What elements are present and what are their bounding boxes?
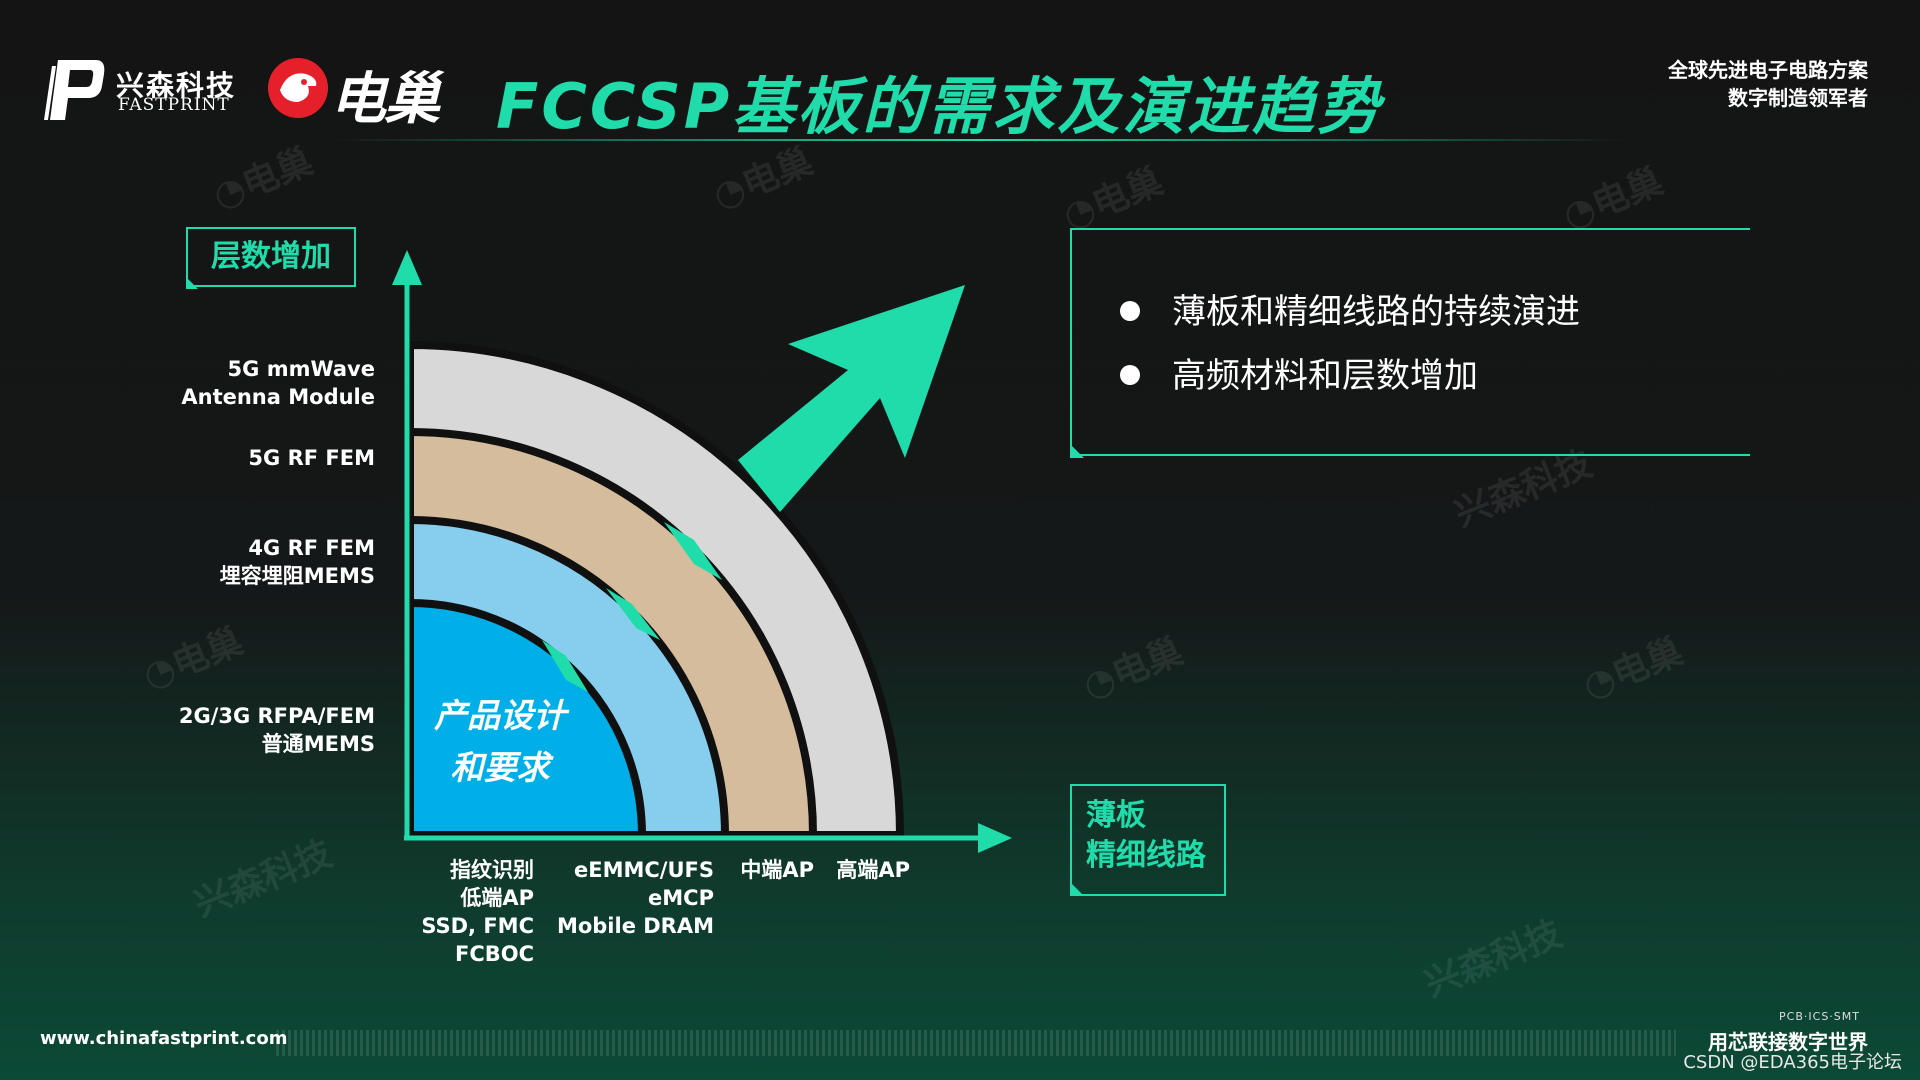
x-tick-label: 指纹识别 低端AP SSD, FMC FCBOC: [421, 856, 534, 968]
y-tick-label: 5G RF FEM: [248, 444, 375, 472]
ring-connector: [606, 588, 660, 640]
brand-name-cn: 兴森科技: [116, 69, 237, 102]
bullet-dot-icon: [1120, 364, 1140, 385]
footer-decoration: [276, 1030, 1676, 1056]
info-bullet: 薄板和精细线路的持续演进: [1120, 284, 1580, 333]
ring-connector: [664, 522, 722, 580]
y-tick-line: 5G RF FEM: [248, 446, 375, 470]
slogan-line: 全球先进电子电路方案: [1668, 58, 1868, 82]
ring-connector: [542, 640, 588, 692]
y-tick-line: Antenna Module: [181, 385, 375, 409]
x-axis-arrowhead: [978, 823, 1012, 853]
source-credit: CSDN @EDA365电子论坛: [1683, 1052, 1902, 1073]
footer-small-text: PCB·ICS·SMT: [1779, 1010, 1860, 1023]
box-corner: [186, 277, 198, 289]
footer-slogan: 用芯联接数字世界: [1708, 1030, 1868, 1054]
x-tick-line: FCBOC: [454, 942, 534, 966]
y-tick-label: 5G mmWave Antenna Module: [181, 355, 375, 411]
y-axis-label: 层数增加: [211, 239, 331, 274]
x-axis-label: 薄板 精细线路: [1086, 796, 1206, 876]
info-bullet: 高频材料和层数增加: [1120, 348, 1478, 397]
y-tick-line: 2G/3G RFPA/FEM: [178, 704, 375, 728]
y-tick-label: 4G RF FEM 埋容埋阻MEMS: [220, 534, 375, 590]
x-tick-label: 高端AP: [836, 856, 910, 884]
brand-name-en: FASTPRINT: [118, 95, 230, 115]
info-bullet-text: 薄板和精细线路的持续演进: [1172, 292, 1580, 332]
x-tick-line: 中端AP: [740, 858, 814, 882]
center-label-line: 产品设计: [434, 696, 566, 735]
footer-url[interactable]: www.chinafastprint.com: [40, 1028, 288, 1049]
x-axis-label-box: [1070, 784, 1226, 896]
x-tick-line: eEMMC/UFS: [574, 858, 714, 882]
x-tick-label: 中端AP: [740, 856, 814, 884]
y-tick-line: 5G mmWave: [227, 357, 375, 381]
x-tick-line: SSD, FMC: [421, 914, 534, 938]
x-axis-label-line: 精细线路: [1086, 838, 1206, 873]
slogan-line: 数字制造领军者: [1728, 86, 1868, 110]
header-divider: [330, 139, 1630, 141]
center-label: 产品设计 和要求: [410, 690, 590, 794]
box-corner: [1070, 444, 1084, 458]
dianchao-logo-icon: [268, 58, 328, 118]
info-bullet-text: 高频材料和层数增加: [1172, 356, 1478, 396]
x-axis-label-line: 薄板: [1086, 798, 1146, 833]
center-label-line: 和要求: [450, 748, 550, 787]
y-axis-label-box: [186, 227, 356, 287]
bullet-dot-icon: [1120, 300, 1140, 321]
y-tick-line: 4G RF FEM: [248, 536, 375, 560]
y-axis-arrowhead: [392, 250, 422, 285]
info-panel: [1070, 228, 1750, 456]
trend-arrow: [738, 285, 965, 512]
header-slogan: 全球先进电子电路方案 数字制造领军者: [1668, 56, 1868, 112]
x-tick-line: 指纹识别: [450, 858, 534, 882]
y-tick-line: 普通MEMS: [261, 732, 375, 756]
x-tick-label: eEMMC/UFS eMCP Mobile DRAM: [557, 856, 714, 940]
x-tick-line: 低端AP: [460, 886, 534, 910]
box-corner: [1070, 882, 1082, 894]
page-title: FCCSP基板的需求及演进趋势: [496, 70, 1383, 143]
x-tick-line: eMCP: [648, 886, 714, 910]
x-tick-line: Mobile DRAM: [556, 914, 714, 938]
x-tick-line: 高端AP: [836, 858, 910, 882]
partner-logo-text: 电巢: [330, 67, 440, 132]
fastprint-logo-icon: [44, 60, 105, 120]
y-tick-label: 2G/3G RFPA/FEM 普通MEMS: [179, 702, 375, 758]
y-tick-line: 埋容埋阻MEMS: [219, 564, 375, 588]
